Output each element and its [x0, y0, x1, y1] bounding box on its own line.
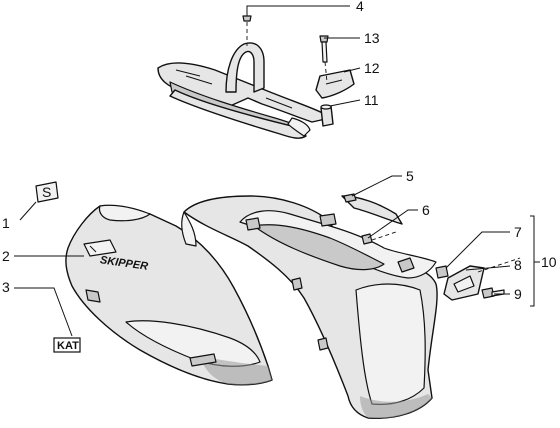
central-inner-shield	[181, 193, 438, 420]
bracket-part-8	[443, 257, 521, 301]
callout-12: 12	[364, 60, 380, 76]
callout-10: 10	[541, 254, 557, 270]
callout-6: 6	[422, 202, 430, 218]
kat-stamp: KAT	[53, 337, 81, 353]
callout-8: 8	[514, 257, 522, 273]
spacer-part-11	[320, 104, 334, 127]
callout-numbers: 1 2 3 4 5 6 7 8 9 10 11 12 13	[2, 0, 557, 302]
kat-label: KAT	[57, 340, 79, 352]
callout-3: 3	[2, 279, 10, 295]
screw-part-4	[242, 15, 252, 46]
callout-5: 5	[406, 168, 414, 184]
screw-part-9	[481, 287, 505, 299]
nut-part-7	[435, 265, 449, 279]
rear-luggage-rack	[157, 15, 355, 139]
callout-4: 4	[356, 0, 364, 14]
callout-2: 2	[2, 248, 10, 264]
bolt-part-13	[319, 35, 329, 83]
left-side-panel: SKIPPER S	[35, 181, 273, 386]
callout-9: 9	[514, 286, 522, 302]
callout-11: 11	[364, 92, 379, 108]
sticker-symbol: S	[42, 184, 51, 200]
screw-part-6	[361, 231, 397, 245]
hardware-parts	[361, 231, 521, 301]
callout-1: 1	[2, 215, 10, 231]
callout-13: 13	[364, 30, 380, 46]
sticker-part-1: S	[35, 181, 59, 203]
leader-lines	[14, 5, 540, 337]
callout-7: 7	[514, 224, 522, 240]
